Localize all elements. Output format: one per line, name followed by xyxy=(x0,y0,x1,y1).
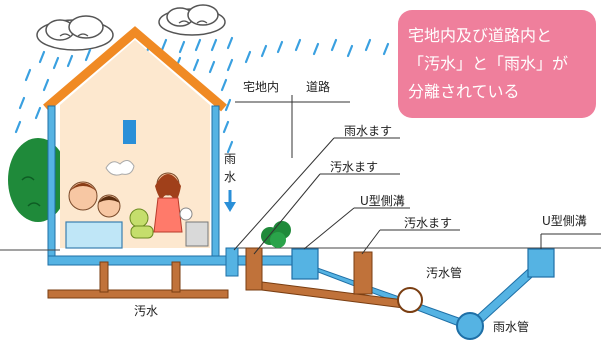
label-u-sokko-1: U型側溝 xyxy=(360,194,405,208)
window xyxy=(123,120,136,144)
callout-line: 分離されている xyxy=(408,82,520,101)
callout-line: 「汚水」と「雨水」が xyxy=(408,54,569,73)
u-gutter xyxy=(527,248,555,278)
label-usui-vertical-1: 雨 xyxy=(224,152,237,166)
label-osui: 汚水 xyxy=(134,304,159,318)
label-doro: 道路 xyxy=(306,80,331,94)
label-usui-vertical-2: 水 xyxy=(224,170,237,184)
label-osui-masu-1: 汚水ます xyxy=(330,160,379,174)
label-usui-kan: 雨水管 xyxy=(493,320,530,334)
storm-main xyxy=(456,312,484,340)
label-osui-masu-2: 汚水ます xyxy=(404,216,453,230)
shrub xyxy=(261,221,291,248)
house xyxy=(43,26,227,262)
down-arrow-icon xyxy=(224,190,236,212)
label-usui-masu: 雨水ます xyxy=(344,124,393,138)
label-u-sokko-2: U型側溝 xyxy=(542,214,587,228)
leader-lines xyxy=(233,95,601,255)
label-takuchinai: 宅地内 xyxy=(243,80,280,94)
sewage-main xyxy=(397,287,423,313)
callout-line: 宅地内及び道路内と xyxy=(408,26,553,45)
summary-callout: 宅地内及び道路内と 「汚水」と「雨水」が 分離されている xyxy=(398,10,596,118)
cloud-icon xyxy=(158,4,226,36)
label-osui-kan: 汚水管 xyxy=(426,266,463,280)
u-gutter xyxy=(291,248,319,280)
cloud-icon xyxy=(36,15,114,51)
tree xyxy=(8,138,68,222)
